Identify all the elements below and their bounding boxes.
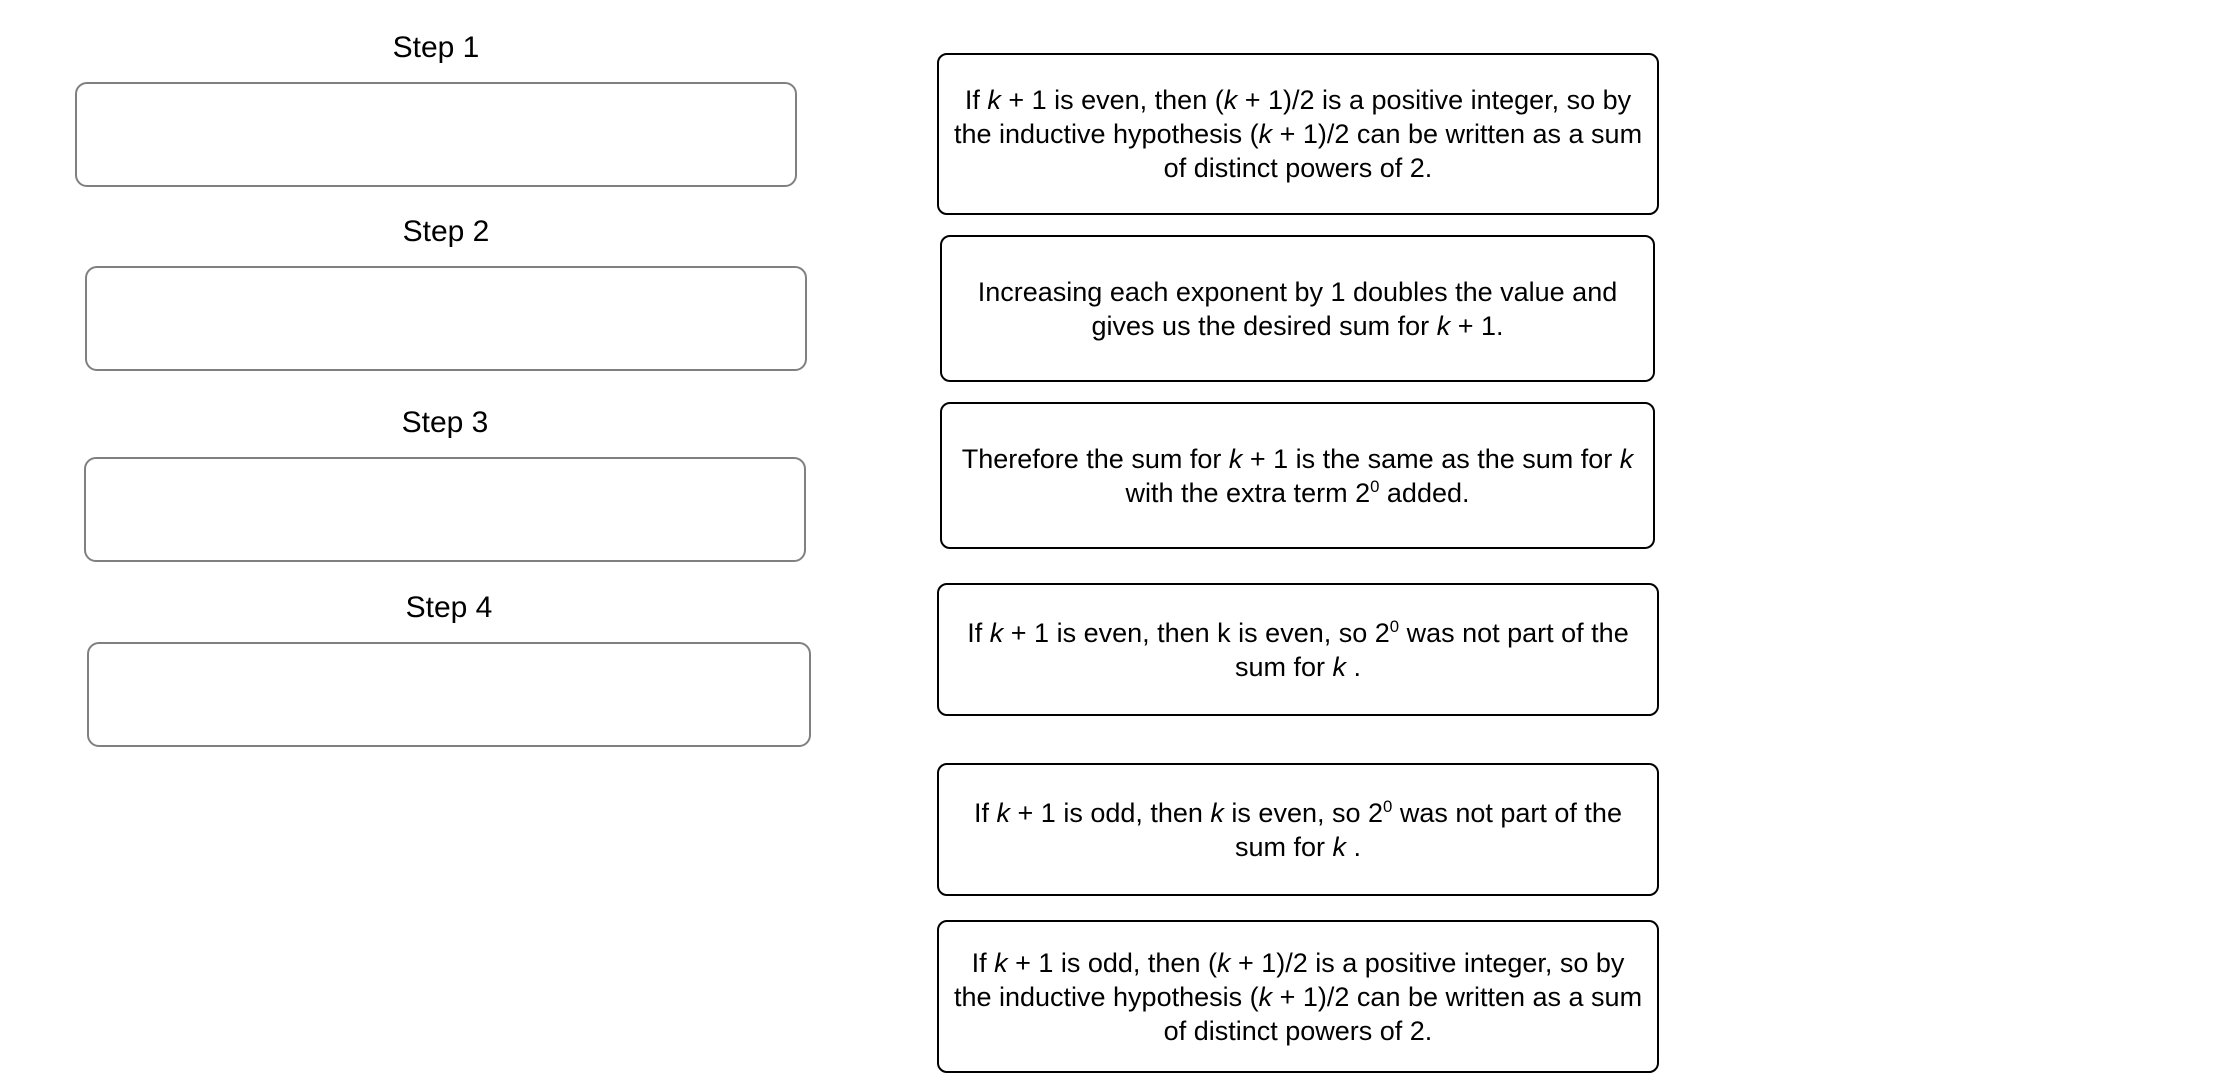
step-label-1: Step 1 [392, 31, 480, 64]
answer-card-2-text: Increasing each exponent by 1 doubles th… [977, 276, 1618, 341]
answer-card-1-text: If k + 1 is even, then (k + 1)/2 is a po… [953, 85, 1643, 183]
answer-card-3[interactable]: Therefore the sum for k + 1 is the same … [940, 402, 1655, 549]
step-label-3: Step 3 [401, 406, 489, 439]
step-label-4: Step 4 [405, 591, 493, 624]
step-block-2: Step 2 [85, 217, 807, 371]
step-block-4: Step 4 [87, 593, 811, 747]
answer-cards-column: If k + 1 is even, then (k + 1)/2 is a po… [937, 0, 1677, 1082]
step-dropzone-3[interactable] [84, 457, 806, 562]
step-label-2: Step 2 [402, 215, 490, 248]
answer-card-2[interactable]: Increasing each exponent by 1 doubles th… [940, 235, 1655, 382]
answer-card-1[interactable]: If k + 1 is even, then (k + 1)/2 is a po… [937, 53, 1659, 215]
step-block-1: Step 1 [75, 33, 797, 187]
steps-column: Step 1 Step 2 Step 3 Step 4 [0, 0, 900, 1082]
step-dropzone-1[interactable] [75, 82, 797, 187]
step-dropzone-2[interactable] [85, 266, 807, 371]
answer-card-6-text: If k + 1 is odd, then (k + 1)/2 is a pos… [953, 947, 1643, 1046]
answer-card-5-text: If k + 1 is odd, then k is even, so 20 w… [974, 796, 1622, 862]
answer-card-4[interactable]: If k + 1 is even, then k is even, so 20 … [937, 583, 1659, 716]
answer-card-6[interactable]: If k + 1 is odd, then (k + 1)/2 is a pos… [937, 920, 1659, 1073]
answer-card-5[interactable]: If k + 1 is odd, then k is even, so 20 w… [937, 763, 1659, 896]
step-dropzone-4[interactable] [87, 642, 811, 747]
step-block-3: Step 3 [84, 408, 806, 562]
answer-card-4-text: If k + 1 is even, then k is even, so 20 … [967, 616, 1629, 682]
answer-card-3-text: Therefore the sum for k + 1 is the same … [961, 443, 1634, 508]
